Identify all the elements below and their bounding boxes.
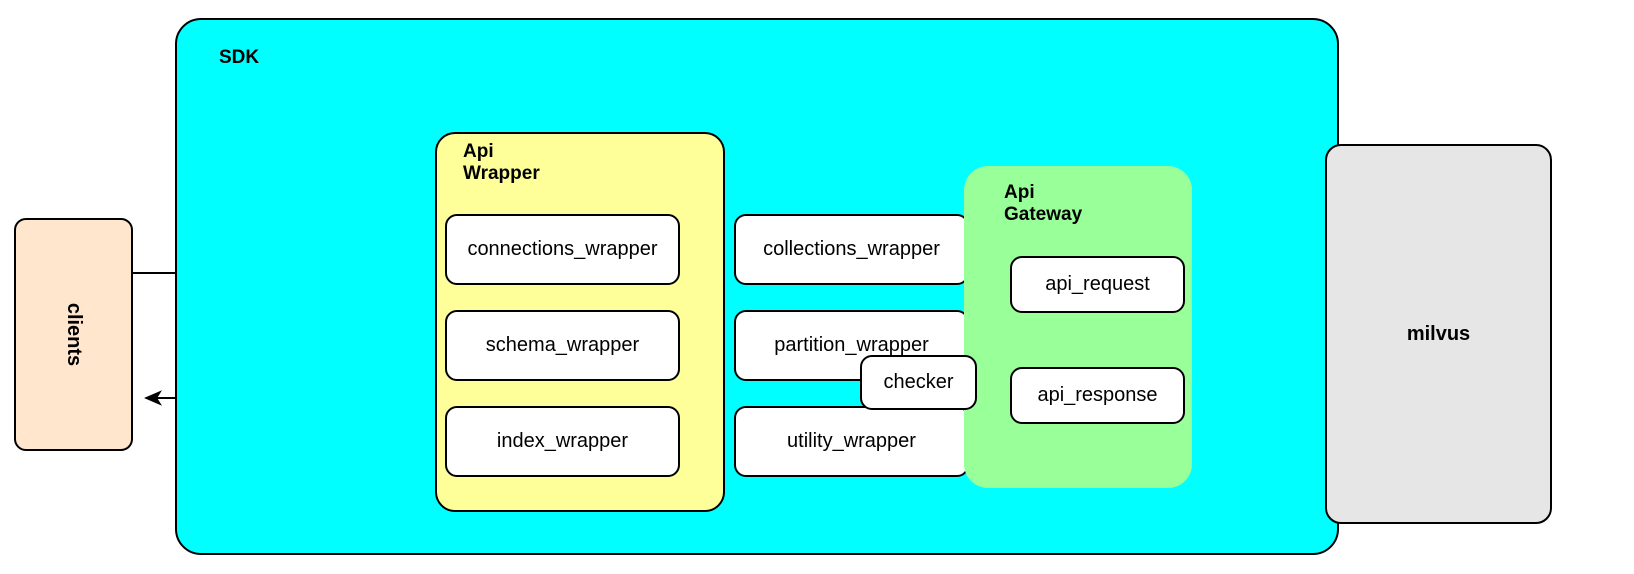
node-connections-wrapper[interactable]: connections_wrapper: [445, 214, 680, 285]
checker-label: checker: [883, 371, 954, 393]
node-label: utility_wrapper: [787, 430, 916, 452]
node-label: api_request: [1045, 273, 1150, 295]
node-label: collections_wrapper: [763, 238, 940, 260]
clients-box[interactable]: clients: [14, 218, 133, 451]
node-utility-wrapper[interactable]: utility_wrapper: [734, 406, 969, 477]
node-api-request[interactable]: api_request: [1010, 256, 1185, 313]
clients-label: clients: [62, 302, 85, 367]
milvus-box[interactable]: milvus: [1325, 144, 1552, 524]
node-collections-wrapper[interactable]: collections_wrapper: [734, 214, 969, 285]
node-index-wrapper[interactable]: index_wrapper: [445, 406, 680, 477]
node-label: api_response: [1037, 384, 1158, 406]
milvus-label: milvus: [1406, 322, 1471, 345]
api-gateway-label: Api Gateway: [1004, 182, 1083, 225]
node-label: connections_wrapper: [467, 238, 658, 260]
node-api-response[interactable]: api_response: [1010, 367, 1185, 424]
api-gateway-container[interactable]: Api Gateway api_request api_response: [964, 166, 1192, 488]
sdk-container[interactable]: SDK Api Wrapper connections_wrapper coll…: [175, 18, 1339, 555]
api-wrapper-container[interactable]: Api Wrapper connections_wrapper collecti…: [435, 132, 969, 512]
api-wrapper-label: Api Wrapper: [463, 141, 540, 184]
node-label: index_wrapper: [496, 430, 629, 452]
checker-box[interactable]: checker: [860, 355, 977, 410]
node-label: partition_wrapper: [774, 334, 929, 356]
node-label: schema_wrapper: [485, 334, 640, 356]
sdk-label: SDK: [219, 47, 260, 68]
node-schema-wrapper[interactable]: schema_wrapper: [445, 310, 680, 381]
